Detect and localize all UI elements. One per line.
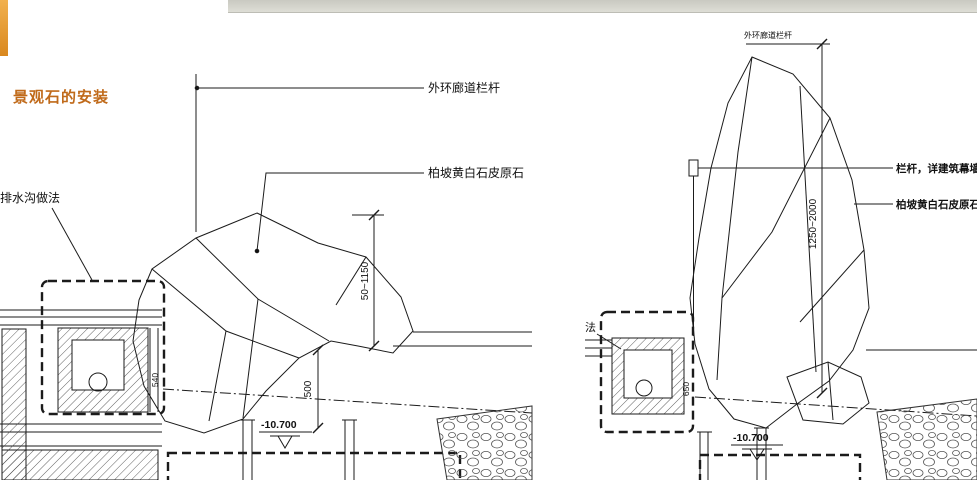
dim-500-text: 500 — [303, 380, 314, 397]
accent-bar — [0, 0, 8, 56]
dim-stone-height — [352, 209, 384, 352]
right-detail-drawing: 外环廊道栏杆 栏杆，详建筑幕墙图纸 柏坡黄白石皮原石 1250~2000 650… — [585, 30, 977, 480]
buried-posts — [240, 419, 357, 480]
label-stone: 柏坡黄白石皮原石 — [428, 165, 524, 180]
paving-layers — [0, 309, 162, 447]
wall-base-hatch — [1, 449, 159, 480]
gravel-bed — [436, 405, 533, 480]
drain-leader — [51, 207, 93, 281]
dim-540-text: 540 — [150, 373, 160, 387]
footing-highlight-box — [166, 451, 462, 480]
stone-outline — [132, 212, 414, 434]
label-railing: 栏杆，详建筑幕墙图纸 — [896, 162, 977, 175]
stone-leader — [254, 172, 424, 254]
dim-650-text: 650 — [681, 382, 691, 396]
top-note: 外环廊道栏杆 — [744, 30, 792, 40]
dim-500-line — [312, 344, 324, 434]
boulder-outline — [786, 361, 870, 425]
footing-highlight-box — [698, 453, 862, 480]
drain-highlight-box — [599, 310, 695, 434]
top-band — [228, 0, 977, 13]
centerline — [162, 388, 533, 414]
dim-height-text: 1250~2000 — [808, 198, 819, 249]
label-stone: 柏坡黄白石皮原石 — [896, 198, 977, 211]
stone-outline — [689, 56, 870, 429]
paving-layers — [585, 339, 612, 357]
elevation-marker — [259, 431, 312, 449]
dim-stone-height — [746, 38, 830, 399]
page-title: 景观石的安装 — [13, 89, 110, 106]
elevation-text: -10.700 — [733, 432, 769, 444]
gravel-bed — [876, 398, 977, 480]
drain-channel — [57, 327, 159, 413]
ground-lines — [393, 331, 532, 347]
left-detail-drawing: 外环廊道栏杆 柏坡黄白石皮原石 排水沟做法 50~1150 500 540 -1… — [0, 74, 533, 480]
label-railing: 外环廊道栏杆 — [428, 80, 500, 95]
label-drain: 排水沟做法 — [0, 190, 60, 205]
elevation-marker — [731, 444, 783, 461]
drain-channel — [611, 337, 685, 415]
label-drain-partial: 法 — [585, 320, 596, 334]
elevation-text: -10.700 — [261, 419, 297, 431]
railing-post — [688, 159, 699, 336]
label-leaders — [596, 167, 893, 350]
dim-height-text: 50~1150 — [360, 261, 371, 300]
railing-leader — [194, 85, 424, 91]
